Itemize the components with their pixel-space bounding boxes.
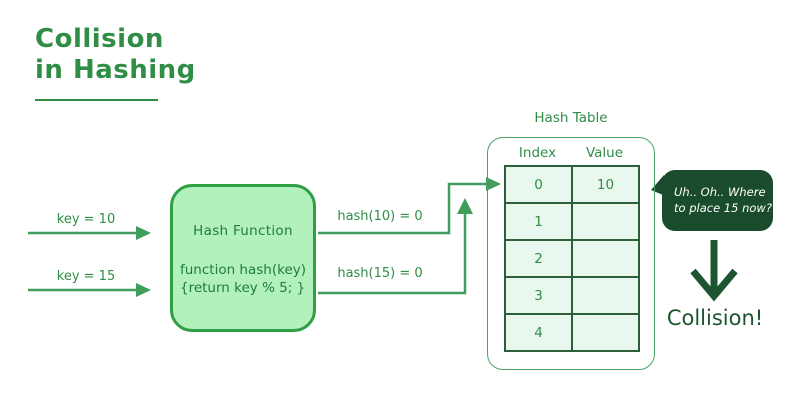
page-title: Collision in Hashing — [35, 24, 196, 86]
index-cell-2: 2 — [504, 239, 573, 278]
key2-label: key = 15 — [56, 269, 116, 284]
index-cell-0: 0 — [504, 165, 573, 204]
page-title-line2: in Hashing — [35, 55, 196, 85]
hash-table-container: Index Value 0 10 1 2 3 — [487, 137, 655, 370]
page-title-line1: Collision — [35, 24, 164, 54]
hash10-result-label: hash(10) = 0 — [337, 209, 423, 224]
hash10-path-arrow-icon — [318, 177, 501, 235]
title-underline — [35, 99, 158, 101]
speech-bubble-line1: Uh.. Oh.. Where — [674, 185, 766, 199]
column-header-value: Value — [585, 145, 624, 161]
table-row: 2 — [504, 239, 640, 278]
value-cell-4 — [571, 313, 640, 352]
column-header-index: Index — [518, 145, 557, 161]
index-cell-3: 3 — [504, 276, 573, 315]
hash-function-box: Hash Function function hash(key) {return… — [170, 184, 316, 332]
hash-function-code-line1: function hash(key) — [179, 262, 307, 278]
hash15-result-label: hash(15) = 0 — [337, 266, 423, 281]
hash-function-title: Hash Function — [193, 223, 293, 239]
hash-table-title: Hash Table — [534, 110, 608, 126]
key2-arrow-icon — [28, 283, 151, 297]
table-row: 0 10 — [504, 165, 640, 204]
table-row: 1 — [504, 202, 640, 241]
collision-down-arrow-icon — [690, 240, 738, 302]
value-cell-1 — [571, 202, 640, 241]
key1-arrow-icon — [28, 226, 151, 240]
speech-bubble-line2: to place 15 now? — [674, 200, 772, 215]
hash-function-code: function hash(key) {return key % 5; } — [180, 261, 306, 297]
index-cell-4: 4 — [504, 313, 573, 352]
hash-table-header-row: Index Value — [504, 145, 638, 161]
value-cell-2 — [571, 239, 640, 278]
table-row: 4 — [504, 313, 640, 352]
hash-function-code-line2: {return key % 5; } — [179, 280, 306, 296]
index-cell-1: 1 — [504, 202, 573, 241]
value-cell-0: 10 — [571, 165, 640, 204]
table-row: 3 — [504, 276, 640, 315]
hash-table-grid: 0 10 1 2 3 4 — [504, 165, 640, 352]
collision-label: Collision! — [666, 306, 764, 330]
value-cell-3 — [571, 276, 640, 315]
key1-label: key = 10 — [56, 212, 116, 227]
speech-bubble: Uh.. Oh.. Where to place 15 now? — [662, 170, 773, 231]
